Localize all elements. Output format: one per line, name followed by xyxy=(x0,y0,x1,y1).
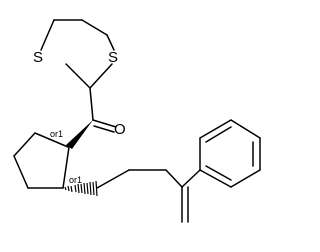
stereo-label-lower: or1 xyxy=(69,175,82,185)
bond-cyclopentane-1 xyxy=(34,132,69,148)
bond-chain-1 xyxy=(96,169,130,189)
bond-to-phenyl xyxy=(181,169,201,188)
atom-oxygen: O xyxy=(114,121,126,138)
atom-sulfur-right: S xyxy=(108,49,118,66)
bond-phenyl-inner-1 xyxy=(205,126,232,143)
bond-dithiane-carbonyl xyxy=(89,87,94,121)
hashed-wedge-bond-lower xyxy=(64,180,98,197)
stereo-label-upper: or1 xyxy=(50,129,63,139)
bond-phenyl-inner-3 xyxy=(205,165,232,181)
bond-dithiane-6 xyxy=(40,19,55,51)
bond-cyclopentane-2 xyxy=(13,132,36,157)
bond-dithiane-2 xyxy=(81,19,108,36)
wedge-bond-upper xyxy=(66,120,93,149)
bond-dithiane-4 xyxy=(89,63,113,89)
bond-phenyl-2 xyxy=(199,119,232,139)
bond-cyclopentane-5 xyxy=(62,146,70,189)
atom-sulfur-left: S xyxy=(33,49,43,66)
bond-phenyl-5 xyxy=(230,169,261,188)
bond-phenyl-3 xyxy=(230,119,261,139)
structure-svg: S S O or1 or1 xyxy=(13,19,261,223)
bond-carbonyl-1 xyxy=(92,119,117,128)
bond-carbonyl-2 xyxy=(93,125,115,133)
bond-dithiane-3 xyxy=(106,34,115,51)
bond-cyclopentane-3 xyxy=(13,155,29,189)
bond-chain-3 xyxy=(165,169,183,188)
bond-dithiane-5 xyxy=(65,63,91,89)
molecule-diagram: S S O or1 or1 xyxy=(13,19,261,223)
bond-phenyl-6 xyxy=(199,169,232,188)
